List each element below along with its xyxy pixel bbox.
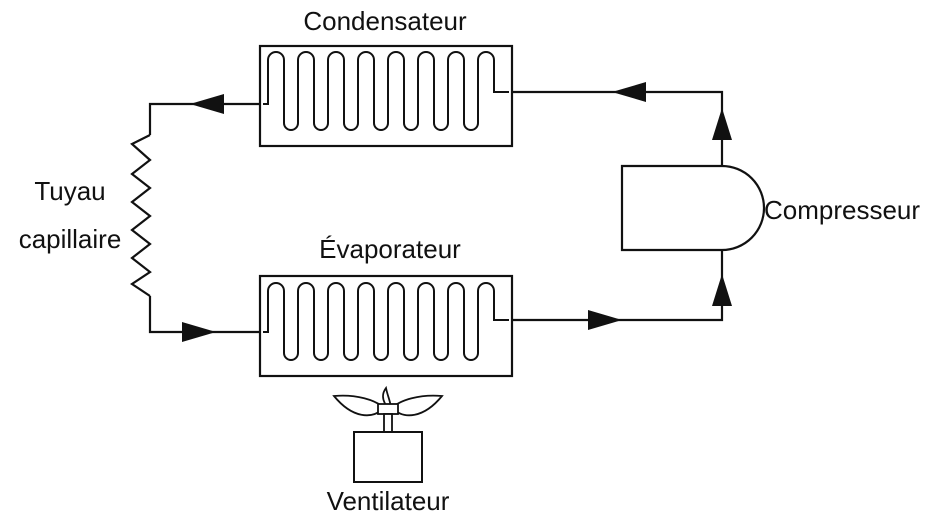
discharge-line [512, 90, 724, 166]
flow-arrow-liquid [190, 94, 224, 114]
fan-label: Ventilateur [327, 486, 450, 516]
flow-arrow-discharge [612, 82, 646, 102]
suction-line [512, 250, 724, 322]
compressor-label: Compresseur [764, 195, 920, 225]
evaporator-coil [263, 282, 509, 361]
evaporator-label: Évaporateur [319, 234, 461, 264]
capillary-label-line2: capillaire [19, 224, 122, 254]
evaporator-inlet-line [148, 296, 260, 334]
fan-icon [332, 385, 444, 483]
flow-arrow-suction [588, 310, 622, 330]
flow-arrow-evaporator-inlet [182, 322, 216, 342]
flow-arrow-suction-up [712, 274, 732, 306]
capillary-tube-zigzag [130, 134, 152, 297]
liquid-line [148, 102, 260, 135]
compressor-shape [620, 164, 766, 252]
capillary-label-line1: Tuyau [34, 176, 105, 206]
flow-arrow-discharge-up [712, 108, 732, 140]
condenser-label: Condensateur [303, 6, 467, 36]
condenser-coil [263, 51, 509, 131]
